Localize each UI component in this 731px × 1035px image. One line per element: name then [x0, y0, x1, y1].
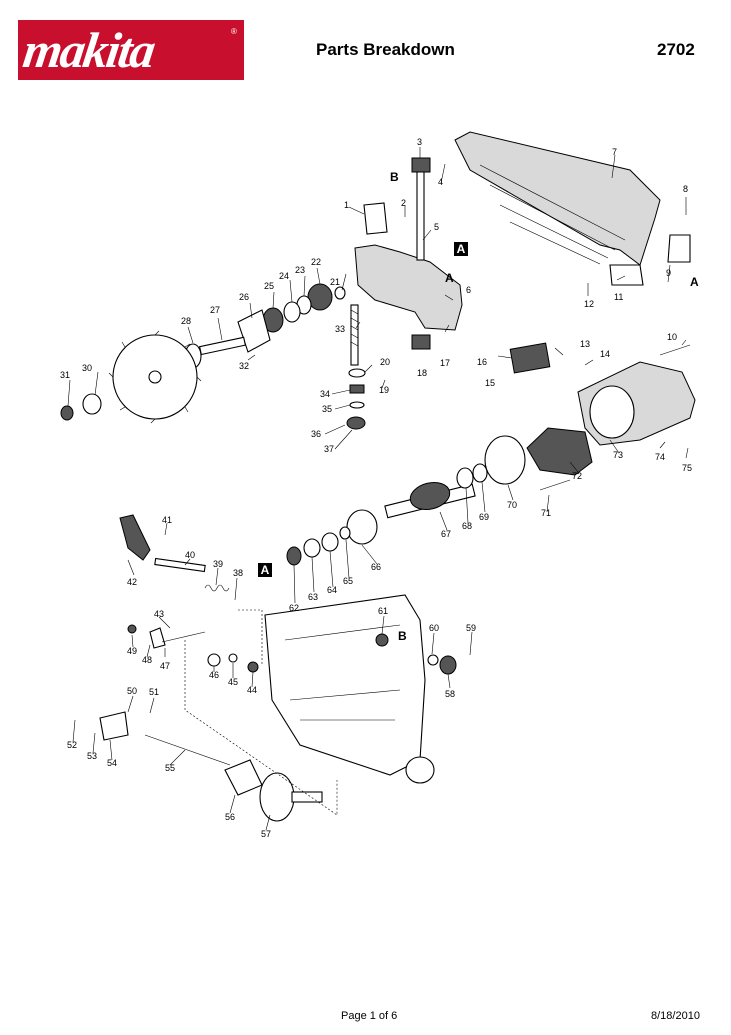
part-number: 1 — [344, 200, 349, 210]
part-number: 15 — [485, 378, 495, 388]
part-number: 5 — [434, 222, 439, 232]
part-number: 37 — [324, 444, 334, 454]
part-number: 33 — [335, 324, 345, 334]
part-number: 18 — [417, 368, 427, 378]
part-number: 68 — [462, 521, 472, 531]
part-number: 47 — [160, 661, 170, 671]
part-number: 14 — [600, 349, 610, 359]
part-number: 53 — [87, 751, 97, 761]
part-number: 34 — [320, 389, 330, 399]
saw-blade — [108, 330, 202, 424]
part-number: 44 — [247, 685, 257, 695]
part-number: 3 — [417, 137, 422, 147]
marker-b: B — [398, 629, 407, 643]
part-number: 72 — [572, 471, 582, 481]
svg-text:®: ® — [231, 27, 237, 36]
part-number: 56 — [225, 812, 235, 822]
document-date: 8/18/2010 — [651, 1010, 700, 1022]
part-number: 40 — [185, 550, 195, 560]
part-number: 49 — [127, 646, 137, 656]
part-number: 28 — [181, 316, 191, 326]
part-number: 60 — [429, 623, 439, 633]
armature — [384, 463, 488, 519]
part-number: 66 — [371, 562, 381, 572]
part-number: 11 — [614, 292, 623, 302]
marker-a-box-lower: A — [258, 563, 272, 577]
part-number: 65 — [343, 576, 353, 586]
part-number: 67 — [441, 529, 451, 539]
part-number: 4 — [438, 177, 443, 187]
marker-b: B — [390, 170, 399, 184]
part-number: 7 — [612, 147, 617, 157]
part-number: 19 — [379, 385, 389, 395]
part-number: 58 — [445, 689, 455, 699]
svg-text:A: A — [457, 242, 466, 256]
part-number: 6 — [466, 285, 471, 295]
part-number: 26 — [239, 292, 249, 302]
part-number: 57 — [261, 829, 271, 839]
part-number: 31 — [60, 370, 70, 380]
part-number: 22 — [311, 257, 321, 267]
marker-a-box: A — [454, 242, 468, 256]
part-number: 21 — [330, 277, 340, 287]
part-number: 54 — [107, 758, 117, 768]
base-housing — [264, 594, 426, 776]
marker-a: A — [690, 275, 699, 289]
part-number: 73 — [613, 450, 623, 460]
part-number: 20 — [380, 357, 390, 367]
part-number: 12 — [584, 299, 594, 309]
part-number: 50 — [127, 686, 137, 696]
part-number: 27 — [210, 305, 220, 315]
model-number: 2702 — [657, 40, 695, 59]
part-number: 23 — [295, 265, 305, 275]
part-number: 70 — [507, 500, 517, 510]
part-number: 2 — [401, 198, 406, 208]
part-number: 45 — [228, 677, 238, 687]
part-number: 74 — [655, 452, 665, 462]
part-number: 42 — [127, 577, 137, 587]
part-number: 75 — [682, 463, 692, 473]
part-number: 59 — [466, 623, 476, 633]
page-title: Parts Breakdown — [316, 40, 455, 59]
part-number: 63 — [308, 592, 318, 602]
part-number: 51 — [149, 687, 159, 697]
svg-text:makita: makita — [20, 22, 158, 78]
makita-logo: makita ® — [18, 20, 244, 80]
part-number: 8 — [683, 184, 688, 194]
part-number: 36 — [311, 429, 321, 439]
part-number: 41 — [162, 515, 172, 525]
part-number: 35 — [322, 404, 332, 414]
part-number: 64 — [327, 585, 337, 595]
part-number: 10 — [667, 332, 677, 342]
marker-a: A — [445, 271, 454, 285]
part-number: 32 — [239, 361, 249, 371]
part-number: 30 — [82, 363, 92, 373]
part-number: 25 — [264, 281, 274, 291]
part-number: 39 — [213, 559, 223, 569]
part-number: 38 — [233, 568, 243, 578]
part-number: 9 — [666, 268, 671, 278]
svg-text:A: A — [261, 563, 270, 577]
part-number: 46 — [209, 670, 219, 680]
page-number: Page 1 of 6 — [341, 1010, 398, 1022]
part-number: 71 — [541, 508, 551, 518]
arm — [354, 244, 463, 331]
part-number: 52 — [67, 740, 77, 750]
part-number: 13 — [580, 339, 590, 349]
part-number: 16 — [477, 357, 487, 367]
part-number: 62 — [289, 603, 299, 613]
part-number: 17 — [440, 358, 450, 368]
part-number: 24 — [279, 271, 289, 281]
part-number: 43 — [154, 609, 164, 619]
part-number: 55 — [165, 763, 175, 773]
part-number: 61 — [378, 606, 388, 616]
part-number: 69 — [479, 512, 489, 522]
blade-guard — [454, 131, 661, 266]
part-number: 48 — [142, 655, 152, 665]
